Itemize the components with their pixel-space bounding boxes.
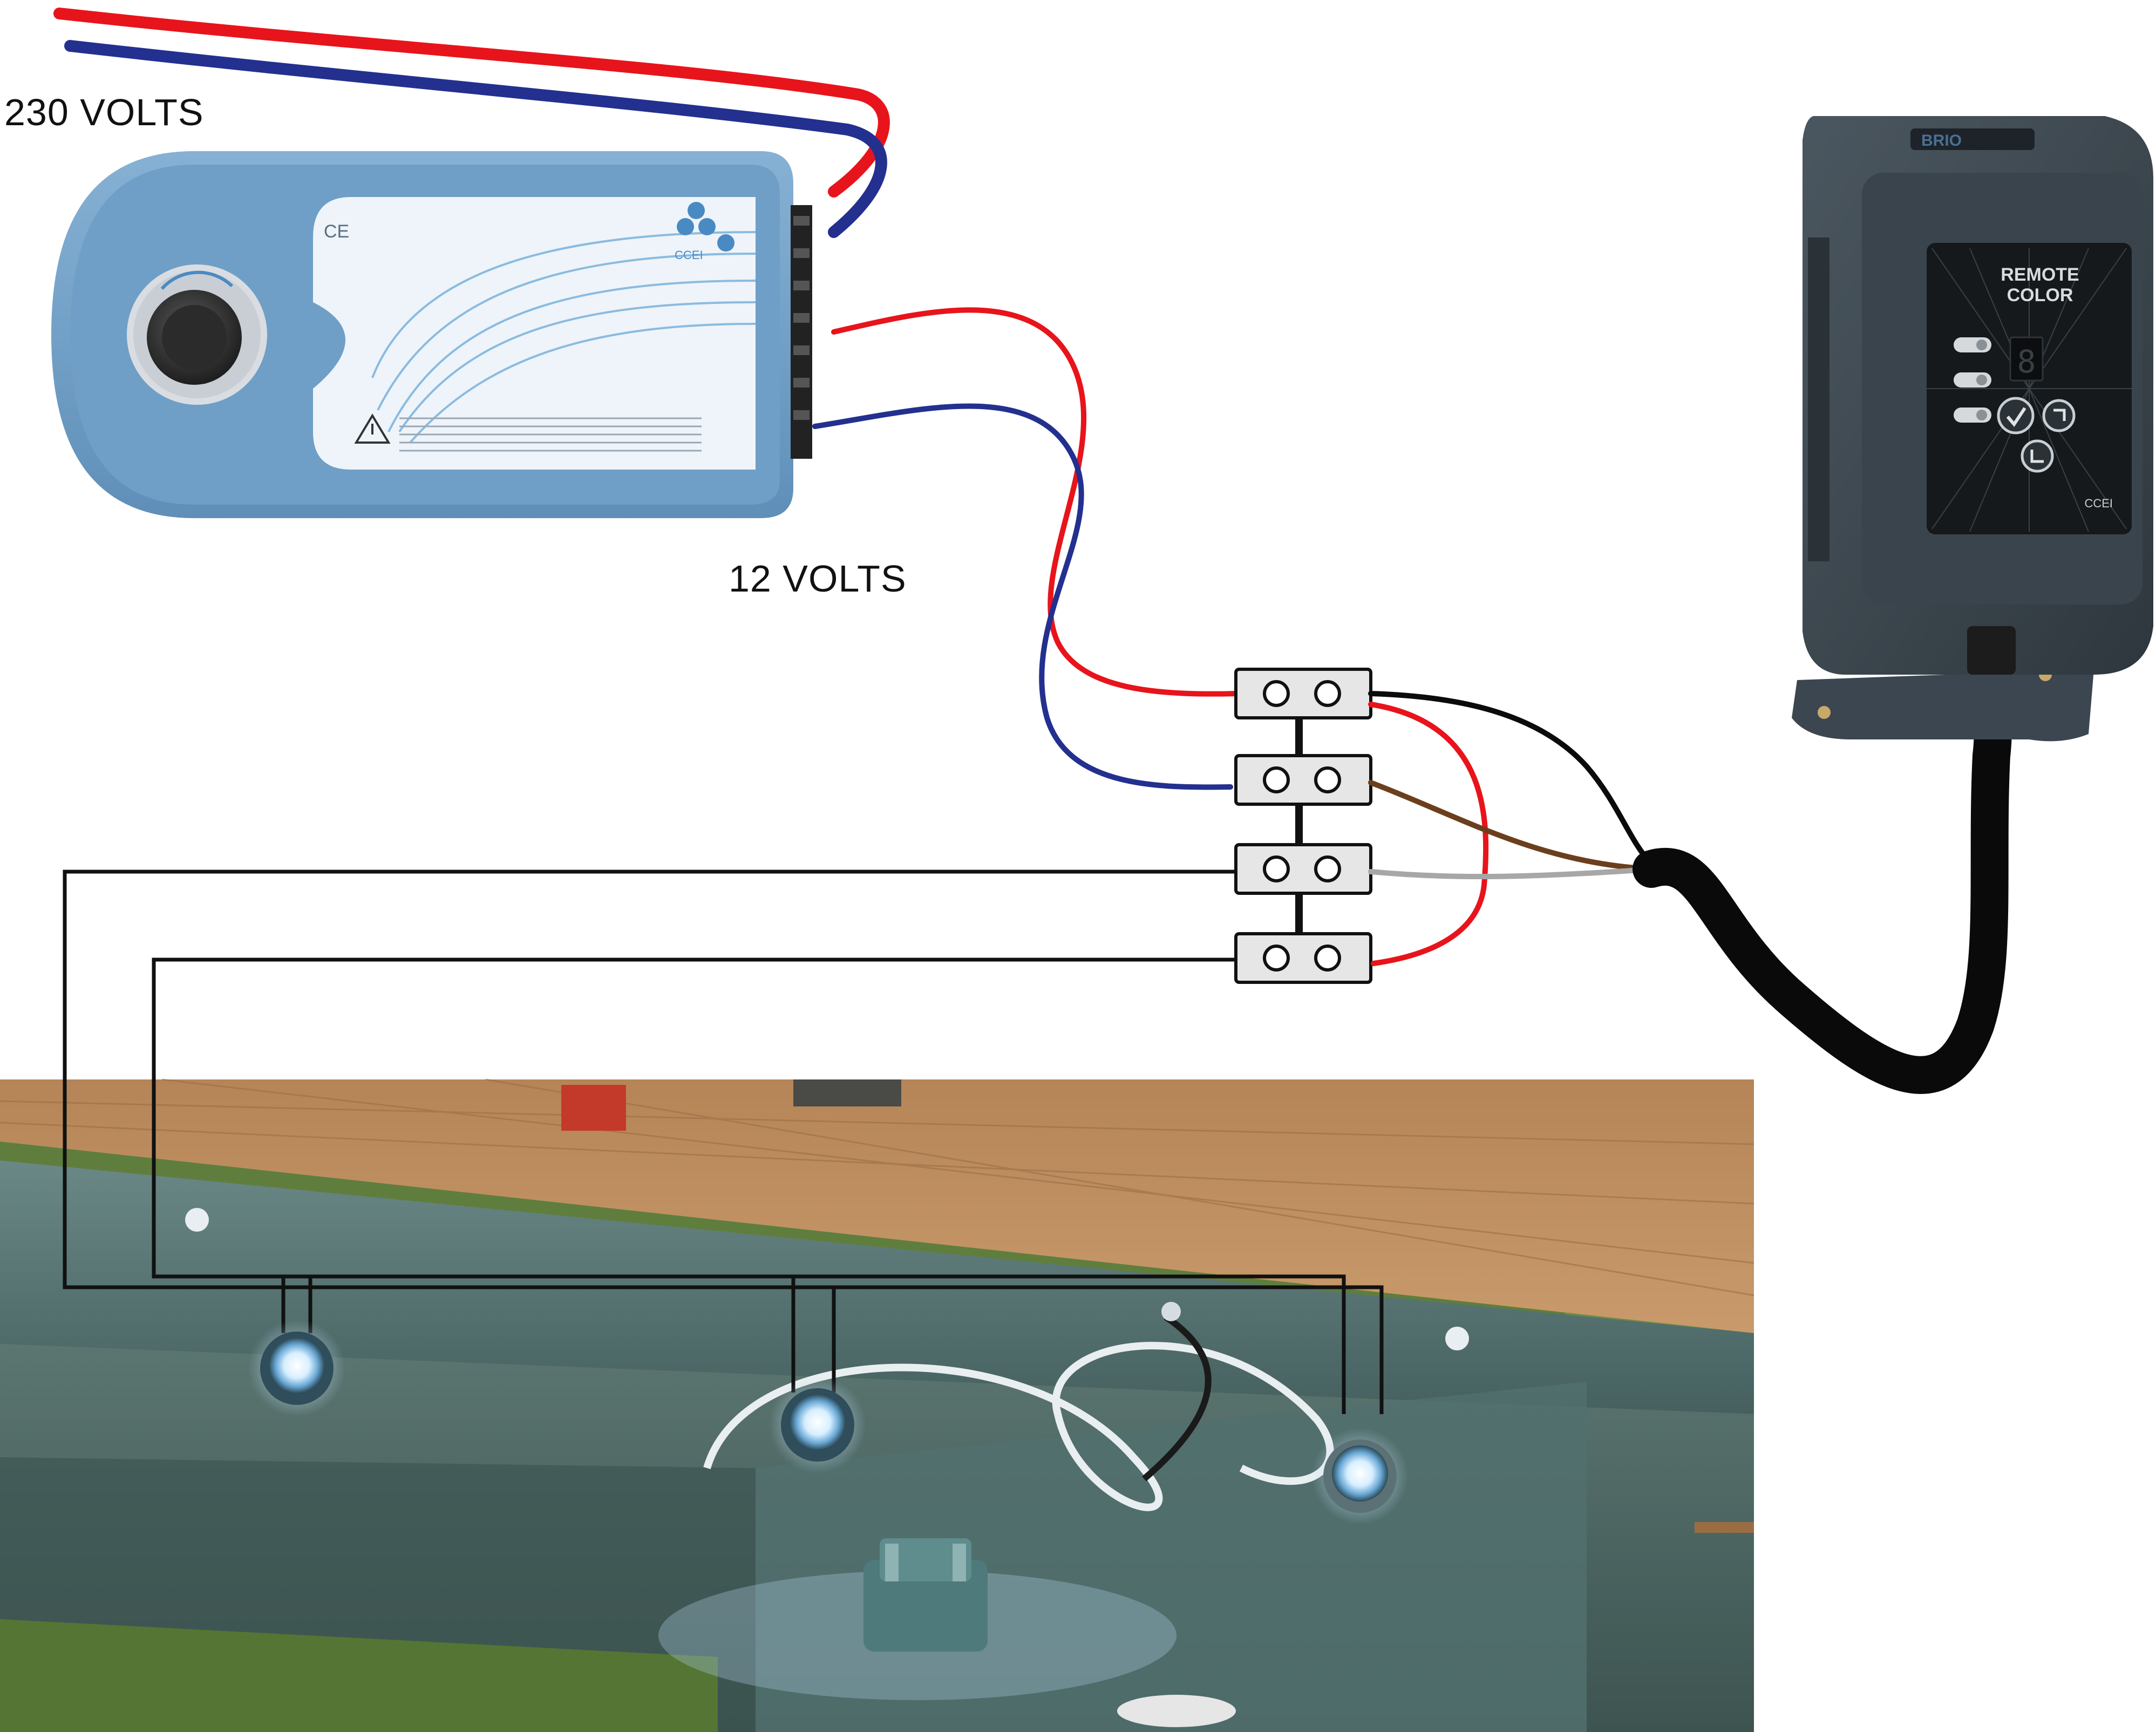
transformer: CE CCEI [51, 151, 812, 518]
controller-brown-wire [1368, 780, 1654, 872]
controller-name-line2: COLOR [2007, 285, 2073, 305]
transformer-brand: CCEI [675, 248, 703, 262]
controller-brand: CCEI [2084, 497, 2113, 510]
pool-light [769, 1376, 866, 1473]
wireless-icon [1954, 337, 1991, 352]
check-icon [1997, 397, 2035, 434]
light-wiring [63, 870, 1384, 1414]
timer-button[interactable] [2021, 439, 2054, 473]
mains-voltage-label: 230 VOLTS [4, 91, 204, 133]
mains-live-wire [53, 8, 890, 198]
terminal-row [1234, 932, 1372, 984]
controller-red-wire [1368, 702, 1489, 966]
light-icon [1954, 407, 1991, 423]
check-button[interactable] [1997, 397, 2035, 434]
warning-icon [354, 413, 391, 444]
controller-display-digit: 8 [2017, 343, 2036, 380]
controller-grey-wire [1368, 866, 1659, 880]
low-voltage-red-wire [831, 307, 1239, 697]
terminal-row [1234, 843, 1372, 895]
low-voltage-label: 12 VOLTS [729, 558, 907, 600]
red-toolbox [561, 1085, 626, 1131]
low-voltage-blue-wire [812, 403, 1233, 790]
controller-main-cable [1633, 607, 2012, 1094]
bluetooth-icon [1954, 372, 1991, 388]
increase-button[interactable] [2042, 399, 2076, 432]
ccei-logo [677, 202, 734, 252]
controller-top-brand: BRIO [1921, 132, 1962, 150]
pool-robot [863, 1538, 988, 1652]
controller-display [2009, 336, 2044, 382]
pool-light [1311, 1428, 1409, 1525]
cleaner-hose [703, 1342, 1334, 1511]
terminal-block [1234, 668, 1372, 984]
light-wire-loop-1 [63, 870, 1384, 1414]
ce-mark: CE [324, 221, 349, 242]
controller-wires [1368, 691, 1659, 966]
pool-light [248, 1320, 345, 1417]
low-voltage-cable [812, 307, 1239, 790]
pool-scene [0, 1078, 1754, 1732]
mains-neutral-wire [64, 40, 887, 238]
terminal-row [1234, 754, 1372, 806]
light-wire-loop-2 [152, 957, 1346, 1414]
remote-controller: BRIO REMOTE COLOR 8 [1792, 116, 2153, 742]
mains-cable [53, 8, 890, 238]
controller-top-badge [1910, 128, 2035, 150]
transformer-terminal [791, 205, 812, 459]
timer-icon [2021, 439, 2054, 473]
controller-name-line1: REMOTE [2001, 264, 2079, 285]
power-knob-icon[interactable] [147, 290, 242, 385]
terminal-row [1234, 668, 1372, 719]
controller-black-wire [1368, 691, 1654, 866]
